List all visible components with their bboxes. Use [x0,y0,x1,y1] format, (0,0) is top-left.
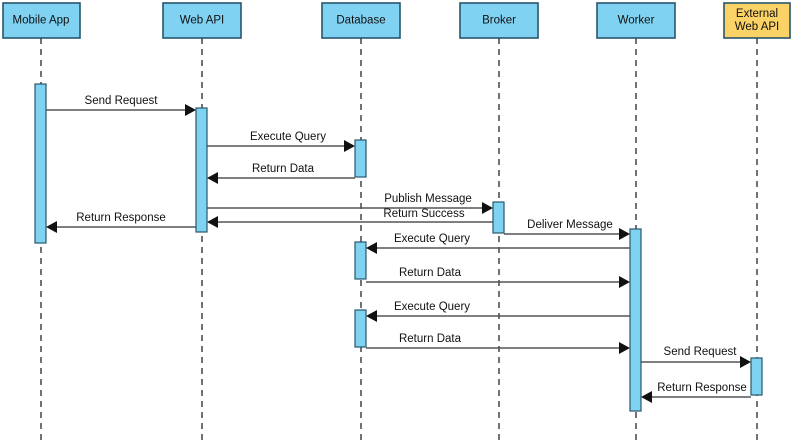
participant-database[interactable]: Database [321,2,401,39]
message-label: Return Data [399,333,462,345]
message-msg-6 [46,221,196,233]
message-label: Publish Message [384,193,472,205]
participant-web-api[interactable]: Web API [162,2,242,39]
message-msg-4 [207,202,493,214]
participant-mobile-app[interactable]: Mobile App [2,2,81,39]
message-arrowhead [482,202,493,214]
message-arrowhead [619,342,630,354]
participant-worker[interactable]: Worker [596,2,676,39]
message-arrowhead [619,228,630,240]
activation-bar-web-api [195,107,208,233]
message-arrowhead [46,221,57,233]
message-arrowhead [207,216,218,228]
message-label: Return Success [383,208,464,220]
message-label: Send Request [85,95,159,107]
message-msg-11 [366,342,630,354]
activation-bar-mobile-app [34,83,47,244]
message-label: Return Response [657,382,747,394]
message-arrowhead [619,276,630,288]
message-msg-7 [504,228,630,240]
activation-bar-worker [629,228,642,412]
participant-label: Worker [618,15,655,27]
message-msg-12 [641,356,751,368]
participant-box[interactable] [162,2,242,39]
message-msg-3 [207,172,355,184]
message-arrowhead [366,310,377,322]
message-msg-9 [366,276,630,288]
participant-box[interactable] [596,2,676,39]
participant-broker[interactable]: Broker [459,2,539,39]
activation-bar-database [354,241,367,280]
participant-label: External [736,8,778,20]
message-label: Execute Query [394,233,470,245]
message-msg-8 [366,242,630,254]
message-label: Return Response [76,212,166,224]
participant-label: Web API [180,15,225,27]
activation-bar-database [354,309,367,348]
message-msg-1 [46,104,196,116]
message-msg-10 [366,310,630,322]
participant-label: Web API [735,21,780,33]
participant-label: Broker [482,15,516,27]
message-msg-13 [641,391,751,403]
message-label: Execute Query [250,131,326,143]
message-label: Deliver Message [527,219,613,231]
message-msg-2 [207,140,355,152]
message-msg-5 [207,216,493,228]
activation-bar-broker [492,201,505,234]
message-label: Return Data [252,163,315,175]
message-arrowhead [207,172,218,184]
message-label: Send Request [664,346,738,358]
participant-box[interactable] [459,2,539,39]
message-arrowhead [641,391,652,403]
participant-box[interactable] [2,2,81,39]
activations-layer [34,83,763,412]
message-arrowhead [366,242,377,254]
message-label: Return Data [399,267,462,279]
activation-bar-database [354,139,367,178]
activation-bar-external-web-api [750,357,763,396]
participant-box[interactable] [321,2,401,39]
participant-label: Database [336,15,385,27]
message-arrowhead [185,104,196,116]
message-arrowhead [740,356,751,368]
message-arrowhead [344,140,355,152]
message-label: Execute Query [394,301,470,313]
participant-box[interactable] [723,2,791,39]
participant-label: Mobile App [13,15,70,27]
messages-layer [46,104,751,403]
